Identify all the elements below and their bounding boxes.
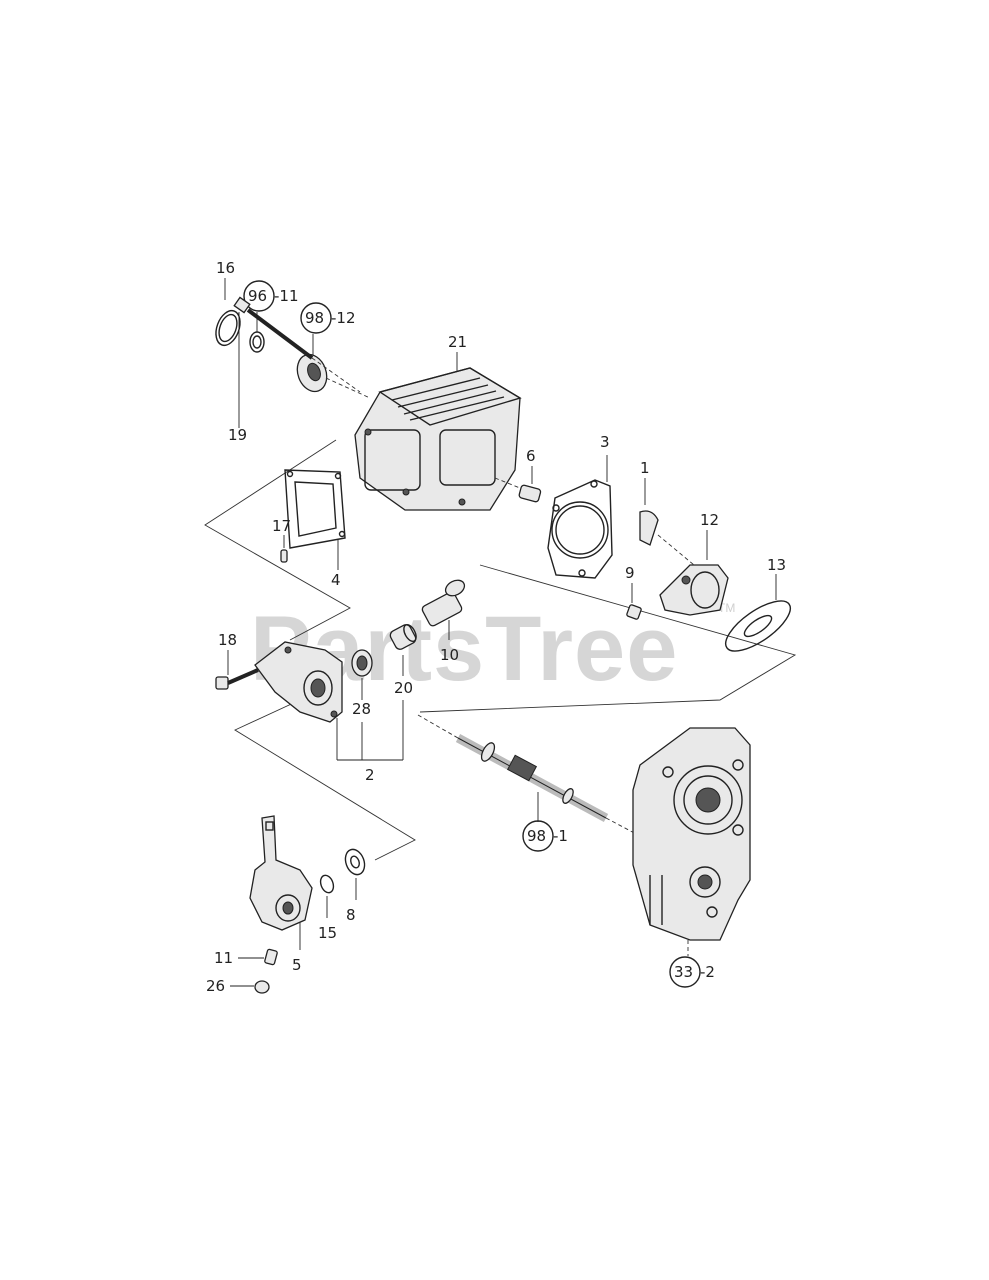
part-3-gasket: 3 <box>547 433 613 579</box>
callout-13: 13 <box>767 556 786 574</box>
callout-10: 10 <box>440 646 459 664</box>
callout-96-11: 96 <box>248 287 267 305</box>
part-11-pin: 11 <box>214 948 278 967</box>
callout-15: 15 <box>318 924 337 942</box>
part-9-slipper-block: 9 <box>625 564 642 620</box>
callout-26: 26 <box>206 977 225 995</box>
part-20-bushing: 20 <box>389 624 417 697</box>
part-21-cylinder-housing: 21 <box>354 333 522 511</box>
callout-98-12-suffix: -12 <box>331 309 356 327</box>
callout-19: 19 <box>228 426 247 444</box>
part-6-dowel: 6 <box>494 447 542 503</box>
part-1-swashplate-insert: 1 <box>639 459 701 571</box>
part-10-trunnion-shaft: 10 <box>421 579 466 664</box>
callout-circle-96 <box>243 280 275 312</box>
part-12-swashplate: 12 <box>659 511 729 616</box>
callout-circle-98-12 <box>300 302 332 334</box>
part-8-washer: 8 <box>344 848 366 924</box>
callout-17: 17 <box>272 517 291 535</box>
callout-98-1-suffix: -1 <box>553 827 568 845</box>
part-5-control-arm: 5 <box>249 815 313 974</box>
callout-12: 12 <box>700 511 719 529</box>
callout-20: 20 <box>394 679 413 697</box>
callout-2: 2 <box>365 766 375 784</box>
callout-16: 16 <box>216 259 235 277</box>
part-15-clip: 15 <box>318 874 337 942</box>
watermark-tm: TM <box>718 601 735 615</box>
callout-4: 4 <box>331 571 341 589</box>
part-96-11-o-ring: 96 -11 <box>243 280 299 353</box>
part-33-2-center-case: 33 -2 <box>632 727 751 988</box>
callout-1: 1 <box>640 459 650 477</box>
callout-28: 28 <box>352 700 371 718</box>
callout-98-1: 98 <box>527 827 546 845</box>
part-18-bolt: 18 <box>215 631 259 690</box>
callout-circle-33-2 <box>669 956 701 988</box>
part-4-gasket: 4 <box>284 469 346 589</box>
callout-33-2-suffix: -2 <box>700 963 715 981</box>
part-26-nut: 26 <box>206 977 270 995</box>
part-13-thrust-washer: 13 <box>725 556 791 652</box>
callout-96-11-suffix: -11 <box>274 287 299 305</box>
callout-6: 6 <box>526 447 536 465</box>
part-98-12-bearing: 98 -12 <box>296 302 371 399</box>
callout-circle-98-1 <box>522 820 554 852</box>
callout-11: 11 <box>214 949 233 967</box>
callout-9: 9 <box>625 564 635 582</box>
part-17-pin: 17 <box>272 517 291 563</box>
frame-lower-left <box>234 699 416 861</box>
callout-21: 21 <box>448 333 467 351</box>
part-2-cover: 2 <box>254 641 404 784</box>
part-19-bolt: 19 <box>228 296 361 444</box>
callout-3: 3 <box>600 433 610 451</box>
callout-98-12: 98 <box>305 309 324 327</box>
callout-33-2: 33 <box>674 963 693 981</box>
callout-18: 18 <box>218 631 237 649</box>
part-98-1-shaft: 98 -1 <box>417 714 641 852</box>
frame-upper-left <box>204 439 351 641</box>
part-16-snap-ring: 16 <box>215 259 241 347</box>
part-28-oil-seal: 28 <box>351 649 373 718</box>
callout-5: 5 <box>292 956 302 974</box>
callout-8: 8 <box>346 906 356 924</box>
